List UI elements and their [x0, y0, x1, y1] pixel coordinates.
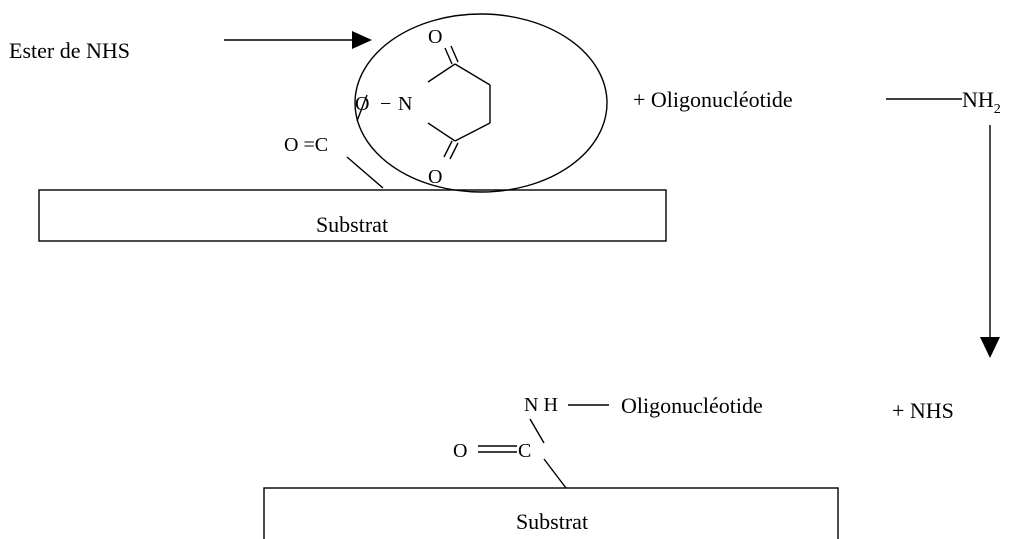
succinimide-ring	[427, 45, 491, 160]
nhs-group-circle	[354, 13, 608, 193]
atom-o-bottom: O	[428, 166, 442, 188]
product-bond-c-substrate	[543, 458, 567, 489]
substrate-bottom-label: Substrat	[516, 509, 588, 534]
substrate-top-label: Substrat	[316, 212, 388, 237]
reagent-nh2: NH2	[962, 87, 1001, 117]
carbonyl-group: O =C	[284, 134, 328, 156]
product-bond-c-n	[529, 418, 545, 444]
product-oligo: Oligonucléotide	[621, 393, 763, 418]
bond-c-substrate	[346, 156, 384, 189]
substrate-top	[38, 189, 667, 242]
product-atom-c: C	[518, 440, 531, 462]
atom-o-ester: O	[355, 93, 369, 115]
ester-label: Ester de NHS	[9, 38, 130, 63]
reagent-label: + Oligonucléotide	[633, 87, 793, 112]
reaction-arrowhead	[980, 337, 1000, 358]
product-byproduct: + NHS	[892, 398, 954, 423]
ester-pointer-arrowhead	[352, 31, 372, 49]
product-nh: N H	[524, 394, 558, 416]
bond-o-n: −	[380, 93, 391, 115]
bond-o-c	[356, 94, 368, 122]
substrate-bottom	[263, 487, 839, 539]
atom-n: N	[398, 93, 412, 115]
atom-o-top: O	[428, 26, 442, 48]
product-atom-o: O	[453, 440, 467, 462]
